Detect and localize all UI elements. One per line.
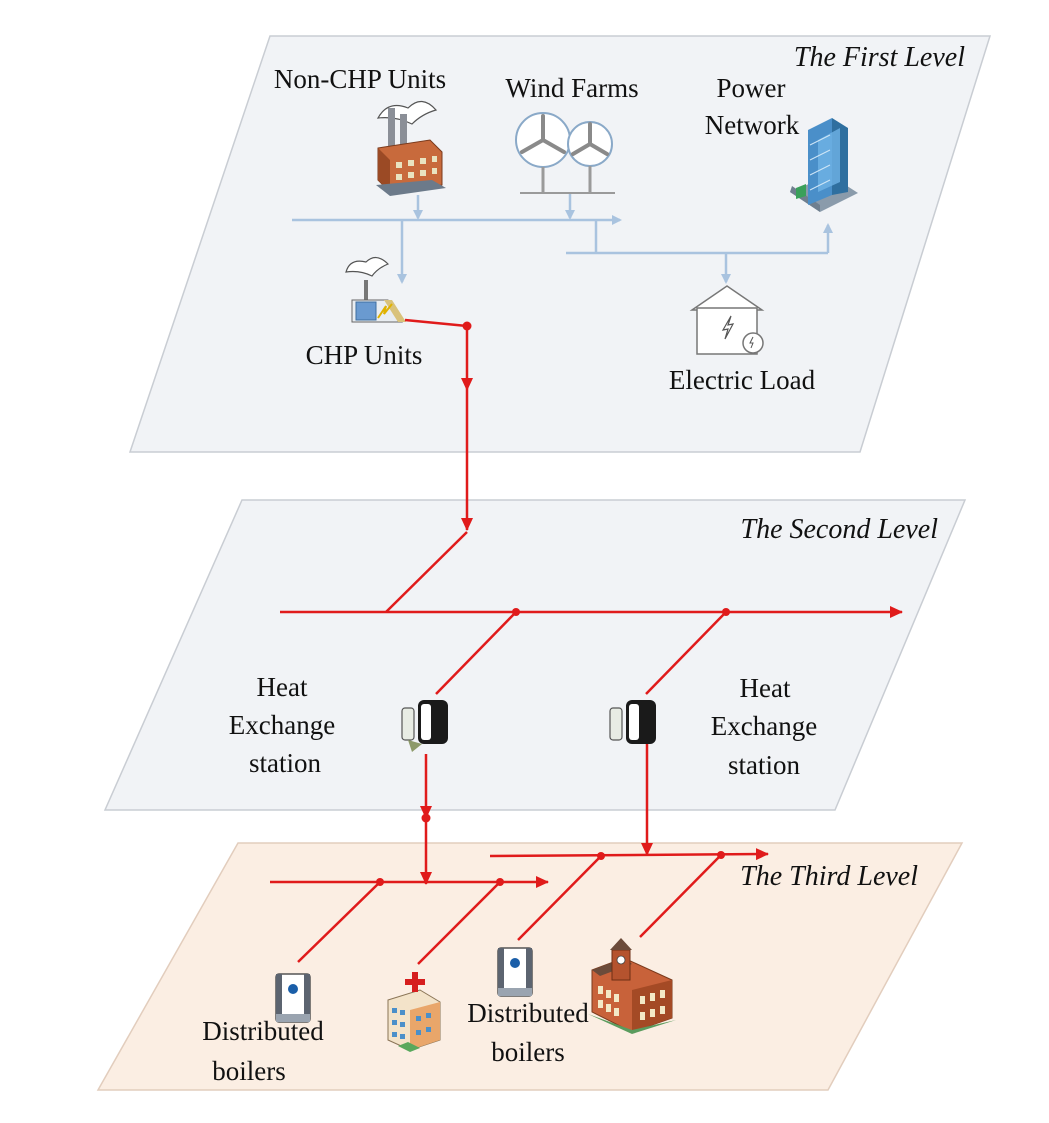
heat-exchanger-icon-left	[401, 700, 448, 752]
second-level-plane	[103, 499, 967, 811]
heat-exchange-left-line3: station	[249, 748, 321, 778]
heat-network	[270, 318, 903, 965]
heat-junctions	[376, 321, 730, 886]
factory-icon	[376, 100, 446, 196]
heat-exchange-right-line3: station	[728, 750, 800, 780]
heat-exchange-left-line1: Heat	[257, 672, 308, 702]
distributed-boilers-right-line2: boilers	[491, 1037, 565, 1067]
heat-exchanger-icon-right	[609, 700, 656, 744]
distributed-boilers-left-line2: boilers	[212, 1056, 286, 1086]
first-level-plane	[128, 35, 992, 453]
chp-plant-icon	[345, 256, 406, 323]
distributed-boilers-right-line1: Distributed	[467, 998, 589, 1028]
distributed-boilers-left-line1: Distributed	[202, 1016, 324, 1046]
electric-load-label: Electric Load	[669, 365, 816, 395]
school-building-icon	[588, 938, 676, 1034]
boiler-icon-right	[497, 947, 533, 997]
non-chp-units-label: Non-CHP Units	[274, 64, 446, 94]
electric-network	[292, 192, 833, 284]
power-network-label-line2: Network	[705, 110, 800, 140]
power-network-label-line1: Power	[717, 73, 786, 103]
heat-exchange-right-line2: Exchange	[711, 711, 817, 741]
chp-units-label: CHP Units	[306, 340, 423, 370]
skyscraper-icon	[790, 118, 858, 212]
hospital-icon	[387, 972, 441, 1052]
wind-turbine-icon	[515, 112, 615, 194]
heat-exchange-right-line1: Heat	[740, 673, 791, 703]
third-level-title: The Third Level	[740, 861, 918, 892]
boiler-icon-left	[275, 973, 311, 1023]
heat-exchange-left-line2: Exchange	[229, 710, 335, 740]
wind-farms-label: Wind Farms	[505, 73, 638, 103]
house-icon	[689, 285, 765, 355]
second-level-title: The Second Level	[741, 514, 939, 545]
first-level-title: The First Level	[794, 42, 965, 73]
